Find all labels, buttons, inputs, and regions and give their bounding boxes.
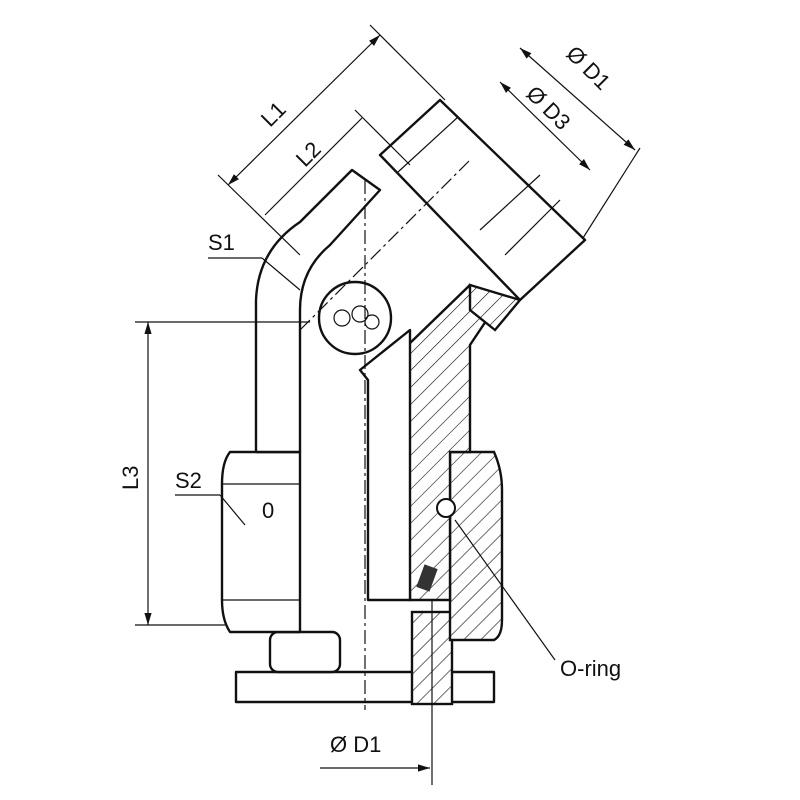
label-o-ring: O-ring: [560, 656, 621, 681]
label-d1-bottom: Ø D1: [330, 732, 381, 757]
label-d1-top: Ø D1: [561, 41, 615, 95]
dimension-lines: [135, 24, 641, 785]
label-s2: S2: [175, 468, 202, 493]
nut-mark: 0: [262, 498, 274, 523]
hex-nut-s2: [220, 450, 504, 642]
centerline-angled: [299, 159, 471, 331]
o-ring: [416, 498, 456, 592]
label-l2: L2: [291, 137, 326, 172]
label-s1: S1: [208, 230, 235, 255]
swivel-eye: [317, 280, 393, 356]
label-l1: L1: [256, 97, 291, 132]
label-d3: Ø D3: [521, 81, 575, 135]
label-l3: L3: [118, 466, 143, 490]
threaded-end: [378, 98, 587, 332]
